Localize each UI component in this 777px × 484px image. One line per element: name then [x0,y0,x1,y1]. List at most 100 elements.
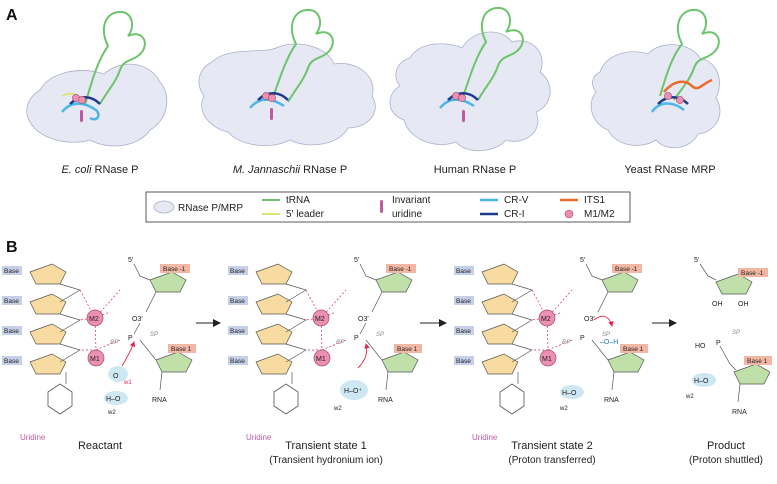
uridine-mark [462,110,465,122]
metal-ion [458,94,466,102]
sp-label: SP [732,330,740,336]
state-title-transient-2: Transient state 2 [511,440,593,452]
ho-label: HO [695,343,706,350]
state-title-transient-1: Transient state 1 [285,440,367,452]
phosphorus-label: P [580,335,585,342]
oh-label: OH [712,301,723,308]
o3-label: O3′ [358,316,369,323]
base-label: Base [456,358,471,365]
sugar-base-1 [155,351,193,373]
sugar-base-minus-1 [149,271,187,293]
metal-ion [268,94,276,102]
caption-mjannaschii: M. Jannaschii RNase P [233,164,347,176]
trna-ribbon [659,8,720,101]
human-structure [389,6,551,152]
phosphorus-label: P [128,335,133,342]
uridine-label: Uridine [20,433,46,442]
caption-human: Human RNase P [434,164,517,176]
metal-ion [664,92,672,100]
ecoli-structure [26,10,168,147]
legend-uridine-label-1: Invariant [392,195,431,206]
state-sub-transient-1: (Transient hydronium ion) [269,455,383,466]
base-label: Base [4,268,19,275]
legend-rnase-swatch [153,200,175,214]
legend: RNase P/MRP tRNA 5′ leader Invariant uri… [145,191,631,223]
trna-ribbon [84,10,146,106]
metal-m1 [313,349,331,367]
sugar-stack: Base Base Base Base [2,263,81,375]
water-w2 [692,373,716,387]
uridine-mark [270,108,273,120]
base-label: Base [456,268,471,275]
hydronium [340,380,368,400]
trna-ribbon [271,8,334,103]
o3-label: O3′ [584,316,595,323]
base-label: Base [4,298,19,305]
water-w2 [560,385,584,399]
trna-ribbon [461,6,524,101]
caption-ecoli: E. coli RNase P [61,164,138,176]
metal-m1 [87,349,105,367]
metal-ion [676,96,684,104]
rna-label: RNA [378,397,393,404]
base-minus-1-label: Base -1 [741,270,764,277]
uridine-label: Uridine [246,433,272,442]
state-sub-product: (Proton shuttled) [689,455,763,466]
base-label: Base [230,298,245,305]
panel-b-label: B [6,239,18,256]
rp-label: RP [110,340,118,346]
its1-ribbon [663,78,713,93]
five-prime-label: 5′ [128,257,134,264]
cri-ribbon [657,96,689,105]
rnase-blob [26,63,168,147]
base-1-label: Base 1 [171,346,192,353]
caption-yeast: Yeast RNase MRP [624,164,715,176]
m1-label: M1 [90,356,100,363]
legend-uridine-label-2: uridine [392,209,422,220]
sp-label: SP [376,332,384,338]
sp-label: SP [150,332,158,338]
base-minus-1-label: Base -1 [615,266,638,273]
rnase-blob [389,31,551,152]
legend-crv-label: CR-V [504,195,529,206]
base-1-label: Base 1 [397,346,418,353]
rna-label: RNA [604,397,619,404]
mechanism-transient-1: Base Base Base Base Uridine M2 M1 P O3′ … [228,257,422,466]
mechanism-reactant: Base Base Base Base Uridine M2 M1 P O3′ … [2,257,196,452]
crv-ribbon [650,102,685,113]
cri-ribbon [257,92,289,101]
water-w2-formula: H–O [694,378,709,385]
w1-label: w1 [123,380,132,386]
sp-label: SP [602,332,610,338]
metal-m1 [539,349,557,367]
w2-label: w2 [685,394,694,400]
legend-uridine-swatch [380,200,383,213]
rnase-blob [198,43,376,146]
base-label: Base [4,358,19,365]
sugar-base-minus-1 [715,273,753,295]
m2-label: M2 [315,316,325,323]
state-title-reactant: Reactant [78,440,122,452]
base-label: Base [230,268,245,275]
transferred-proton: –O–H [600,339,618,346]
hydronium-formula: H–O⁺ [344,388,362,395]
legend-cri-label: CR-I [504,209,525,220]
legend-trna-label: tRNA [286,195,310,206]
legend-its1-label: ITS1 [584,195,606,206]
metal-ion [78,96,86,104]
metal-m2 [312,309,330,327]
cri-ribbon [447,92,479,101]
base-label: Base [230,358,245,365]
w2-label: w2 [107,410,116,416]
panel-a-label: A [6,7,18,24]
w2-label: w2 [559,406,568,412]
rna-label: RNA [732,409,747,416]
base-minus-1-label: Base -1 [389,266,412,273]
sugar-base-1 [733,363,771,385]
m1-label: M1 [542,356,552,363]
m2-label: M2 [541,316,551,323]
yeast-structure [590,8,721,148]
oh-label: OH [738,301,749,308]
mechanism-product: 5′ Base -1 OH OH P HO SP Base 1 RNA H–O … [685,257,772,466]
